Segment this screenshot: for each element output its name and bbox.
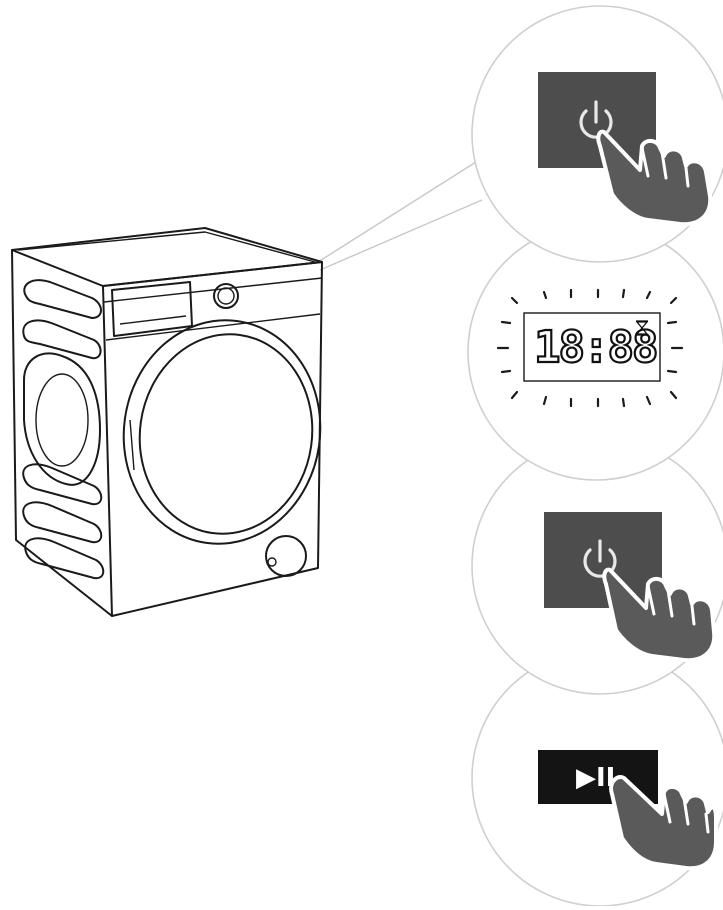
flashing-indicator-marks (496, 288, 684, 408)
pointing-hand-icon (596, 129, 713, 227)
power-button[interactable] (544, 512, 662, 608)
hourglass-icon (635, 320, 649, 336)
step-1-power-press (538, 72, 713, 227)
display-text: 18:88 (534, 322, 656, 373)
side-panel-ribs (22, 279, 105, 580)
filter-cover (265, 535, 307, 577)
pointing-hand-icon (609, 775, 718, 871)
door (122, 319, 322, 545)
program-knob (213, 283, 239, 309)
callout-lines (317, 161, 483, 271)
power-icon (579, 100, 613, 139)
step-4-start-press: ▶II (538, 750, 718, 871)
detergent-drawer (111, 281, 193, 337)
pointing-hand-icon (602, 567, 717, 663)
step-3-power-press (544, 512, 717, 663)
lcd-display (523, 312, 661, 382)
washing-machine (11, 227, 323, 617)
step-2-display: 18:88 (496, 288, 684, 408)
power-icon (583, 539, 617, 578)
play-pause-icon: ▶II (576, 763, 615, 793)
